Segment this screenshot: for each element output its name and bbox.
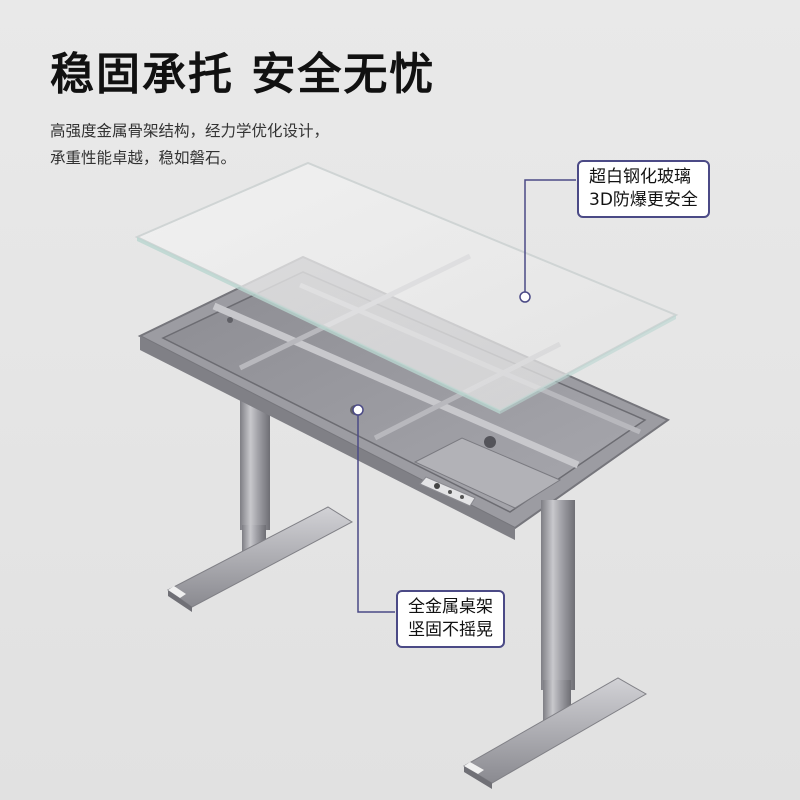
callout-leader-frame (352, 404, 395, 613)
callout-leader-glass (519, 179, 576, 303)
callout-glass-line-2: 3D防爆更安全 (589, 190, 698, 210)
callout-glass: 超白钢化玻璃 3D防爆更安全 (577, 160, 710, 218)
headline: 稳固承托 安全无忧 (50, 49, 436, 100)
callout-frame: 全金属桌架 坚固不摇晃 (396, 590, 505, 648)
subcopy: 高强度金属骨架结构，经力学优化设计， 承重性能卓越，稳如磐石。 (50, 118, 329, 172)
front-leg (463, 500, 648, 789)
subcopy-line-2: 承重性能卓越，稳如磐石。 (50, 149, 237, 167)
glass-panel (134, 161, 679, 414)
callout-frame-line-2: 坚固不摇晃 (408, 620, 493, 640)
subcopy-line-1: 高强度金属骨架结构，经力学优化设计， (50, 122, 330, 140)
callout-glass-line-1: 超白钢化玻璃 (589, 167, 691, 187)
callout-frame-line-1: 全金属桌架 (408, 597, 493, 617)
